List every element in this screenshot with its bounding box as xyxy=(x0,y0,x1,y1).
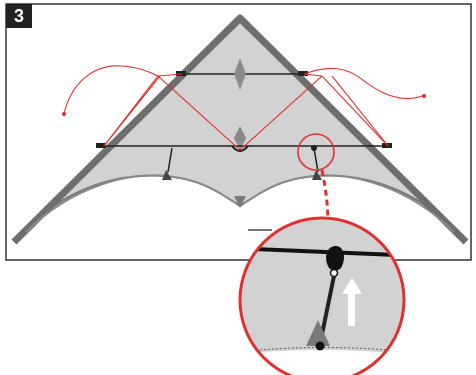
highlight-circle xyxy=(297,133,335,171)
lower-spreader-left-fitting xyxy=(96,143,106,148)
up-arrow-shaft xyxy=(348,292,355,326)
upper-spreader-left-fitting xyxy=(176,71,186,76)
zoom-fitting-hole xyxy=(329,268,339,278)
standoff-right-fitting xyxy=(311,145,317,151)
bridle-end-right xyxy=(422,94,426,98)
standoff-right xyxy=(313,147,319,173)
center-connector xyxy=(231,145,249,152)
center-tail xyxy=(234,196,246,208)
upper-spreader-right-fitting xyxy=(298,71,308,76)
zoom-spreader xyxy=(240,246,404,258)
zoom-standoff-end xyxy=(315,341,325,351)
standoff-right-cap xyxy=(312,170,322,180)
zoom-circle xyxy=(238,216,406,375)
standoff-left xyxy=(167,147,173,173)
up-arrow xyxy=(342,278,362,294)
zoom-fitting xyxy=(326,246,344,271)
leading-edge-frame xyxy=(11,14,469,245)
zoom-standoff-cap xyxy=(306,320,330,346)
bridle-end-left xyxy=(62,112,66,116)
spine-diamond-lower xyxy=(234,126,246,150)
standoff-left-cap xyxy=(162,170,172,180)
zoom-detail xyxy=(240,218,404,375)
bridle-lines xyxy=(63,65,423,151)
step-number-badge: 3 xyxy=(6,4,32,28)
zoom-edge xyxy=(240,350,404,375)
spine-diamond-upper xyxy=(234,58,246,90)
